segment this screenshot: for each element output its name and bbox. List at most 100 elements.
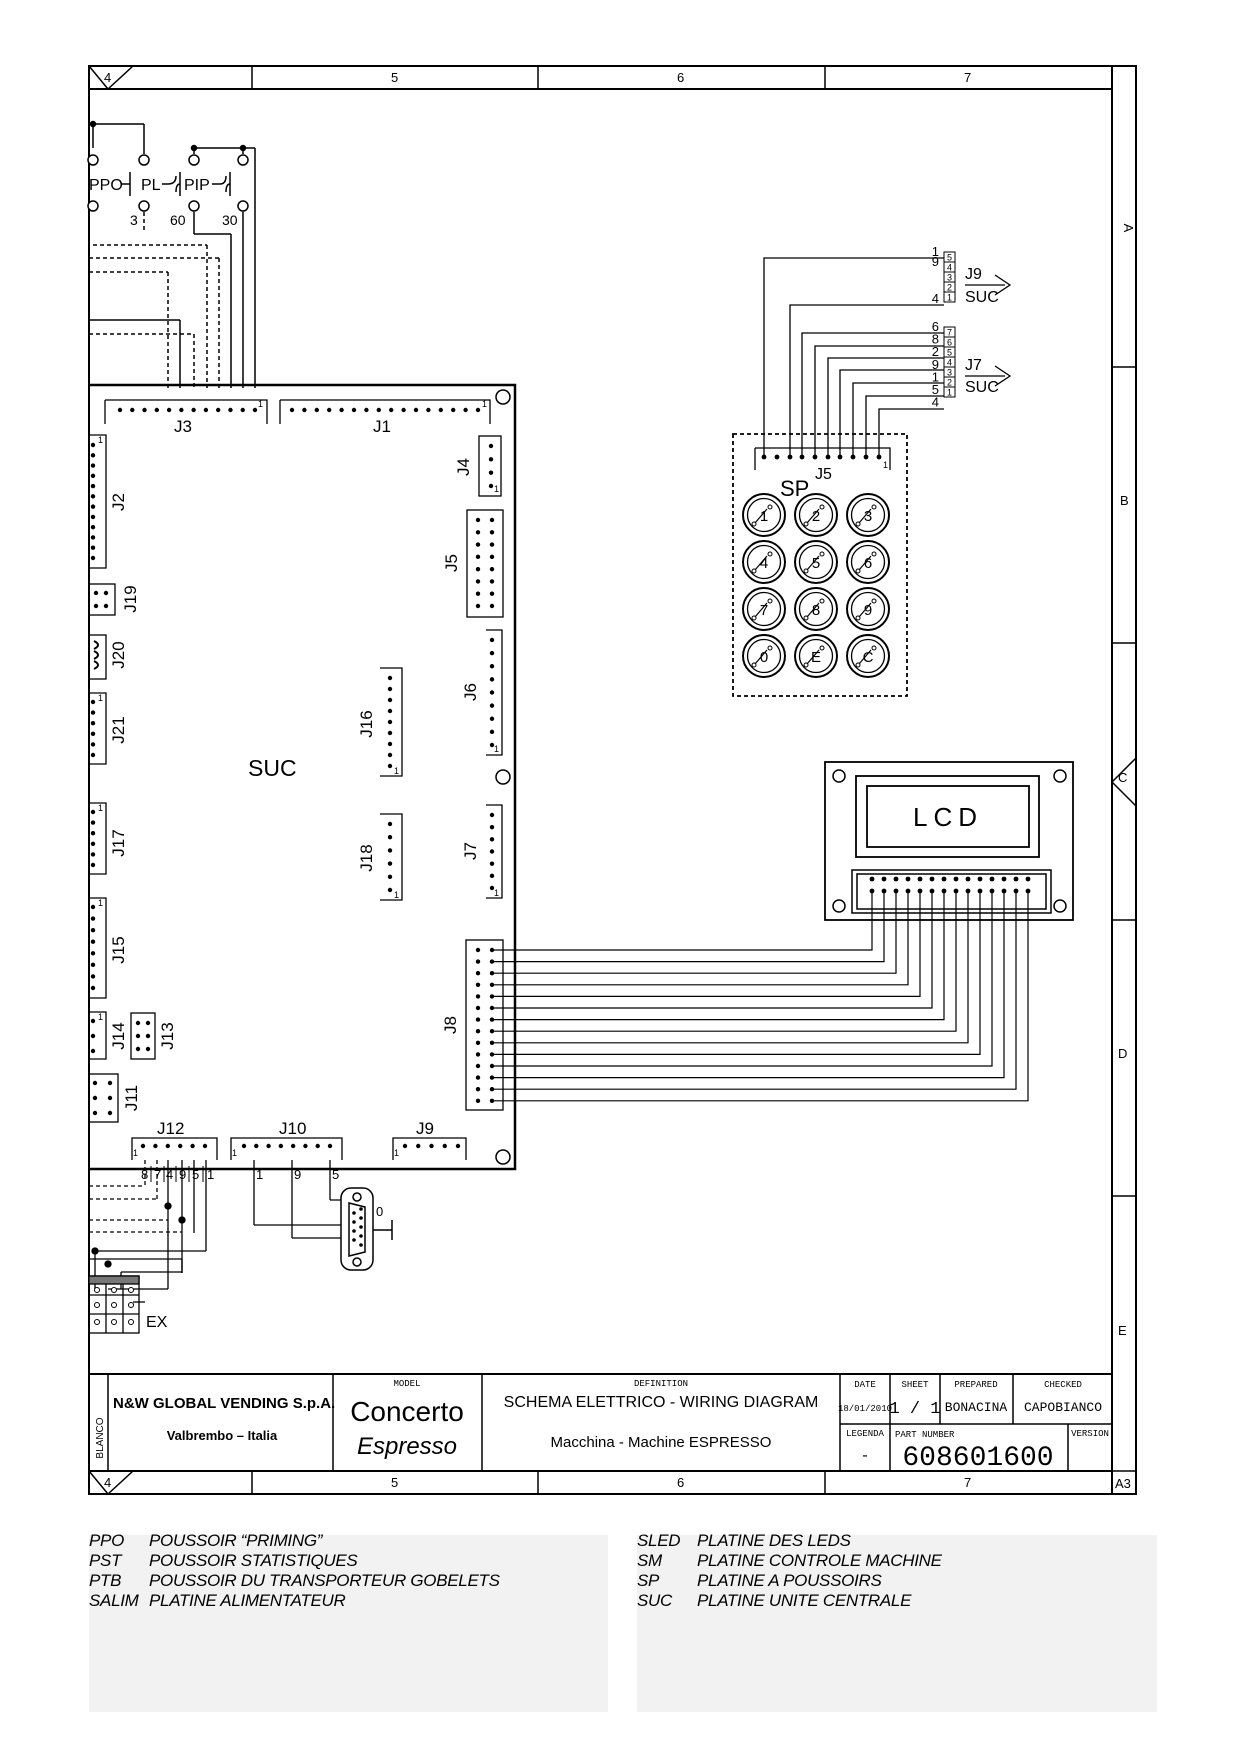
pin-dot [426,407,431,413]
j11-connector [88,1073,119,1123]
j7-label: J7 [461,842,480,860]
lcd-pin-dot [1025,876,1031,882]
pin-dot [488,470,494,475]
ribbon-wire [492,891,897,974]
date-value: 18/01/2010 [838,1404,892,1414]
switch-pl-label: PL [141,177,161,194]
j9-out-pin-num: 3 [947,273,952,283]
output-arrows [965,274,1012,387]
pin-dot [475,542,481,547]
frame-row-d: D [1118,1046,1127,1061]
board-connectors [88,399,504,1160]
drawing-frame [88,65,1137,1495]
pin-dot [289,407,295,413]
switch-pin-30: 30 [222,212,238,228]
pin-dot [241,1143,247,1149]
pin-dot [166,407,172,413]
pin-dot [90,904,96,910]
pin-dot [475,603,481,609]
pin-dot [190,1143,195,1149]
frame-col-bottom-6: 6 [677,1475,684,1490]
pin-dot [145,1020,151,1026]
key-label: 0 [760,649,768,666]
pin-dot [278,1143,284,1149]
ribbon-wire [492,891,933,1009]
j8-pin-dot [475,959,481,964]
pin-dot [90,535,96,540]
j7-out-pin-num: 7 [947,328,952,338]
pin-dot [90,974,96,979]
key-label: 6 [864,555,872,572]
pin-dot [489,812,495,818]
sp-keypad [732,433,908,697]
keypad-wire [763,257,944,457]
pin-dot [178,1143,183,1149]
pin-dot [93,603,99,609]
pin-dot [327,407,332,413]
j12-pin1: 1 [133,1148,138,1158]
j9-out-wire-num: 4 [932,291,939,306]
pin-dot [489,716,495,721]
legend-desc: PLATINE ALIMENTATEUR [149,1591,346,1610]
pin-dot [90,699,96,705]
switch-group [87,120,256,388]
pin-dot [90,514,96,520]
pin-dot [488,457,494,462]
lcd-pin-dot [941,888,947,894]
pin-dot [489,530,495,535]
j8-pin-dot [475,1040,481,1046]
model-line2: Espresso [357,1433,457,1460]
pin-dot [90,524,96,530]
keypad-j5-label: J5 [815,466,832,483]
key-6: 6 [846,540,890,584]
j9-out-pin-num: 1 [947,293,952,303]
j8-pin-dot [475,994,481,999]
ribbon-wire [492,891,921,998]
legend-left-row-3: PTB POUSSOIR DU TRANSPORTEUR GOBELETS [89,1571,589,1591]
suc-board [89,383,517,1171]
sheet-header: SHEET [901,1380,929,1390]
j15-pin1: 1 [98,898,103,908]
legend-left-row-2: PST POUSSOIR STATISTIQUES [89,1551,589,1571]
pin-dot [90,545,96,550]
pin-dot [90,752,96,758]
j7-out-wire-num: 9 [932,357,939,372]
legend-abbr: SM [637,1551,662,1570]
j20-pins [93,640,99,670]
ribbon-wire [492,891,957,1032]
j6-label: J6 [461,683,480,701]
j7-out-wire-num: 8 [932,332,939,347]
key-5: 5 [794,540,838,584]
keypad-wire [839,369,944,457]
pin-dot [90,951,96,956]
date-header: DATE [854,1380,876,1390]
pin-dot [455,1143,461,1149]
version-header: VERSION [1071,1429,1109,1439]
j4-pin1: 1 [494,484,499,494]
ribbon-wire [492,891,981,1056]
pin-dot [387,848,393,853]
keypad-wires [761,257,944,460]
j12-connector [131,1137,218,1160]
pin-dot [488,443,494,449]
j12-wire-8: 8 [141,1167,148,1182]
lcd-module [824,761,1074,921]
pin-dot [90,463,96,468]
j10-pin1: 1 [232,1148,237,1158]
pin-dot [489,637,495,643]
legend-abbr: SLED [637,1531,681,1550]
pin-dot [90,852,96,857]
legend-abbr: PST [89,1551,122,1570]
switch-pin-3: 3 [130,212,138,228]
legend-right-row-3: SP PLATINE A POUSSOIRS [637,1571,1137,1591]
pin-dot [315,1143,320,1149]
ribbon-wire [492,891,1017,1090]
keypad-wire [827,357,944,457]
j3-connector [104,399,268,424]
legend-panel-right [637,1535,1157,1712]
legenda-header: LEGENDA [846,1429,884,1439]
lcd-pin-dot [869,888,875,894]
j7-out-wire-num: 5 [932,382,939,397]
j7-out-pin-num: 3 [947,368,952,378]
